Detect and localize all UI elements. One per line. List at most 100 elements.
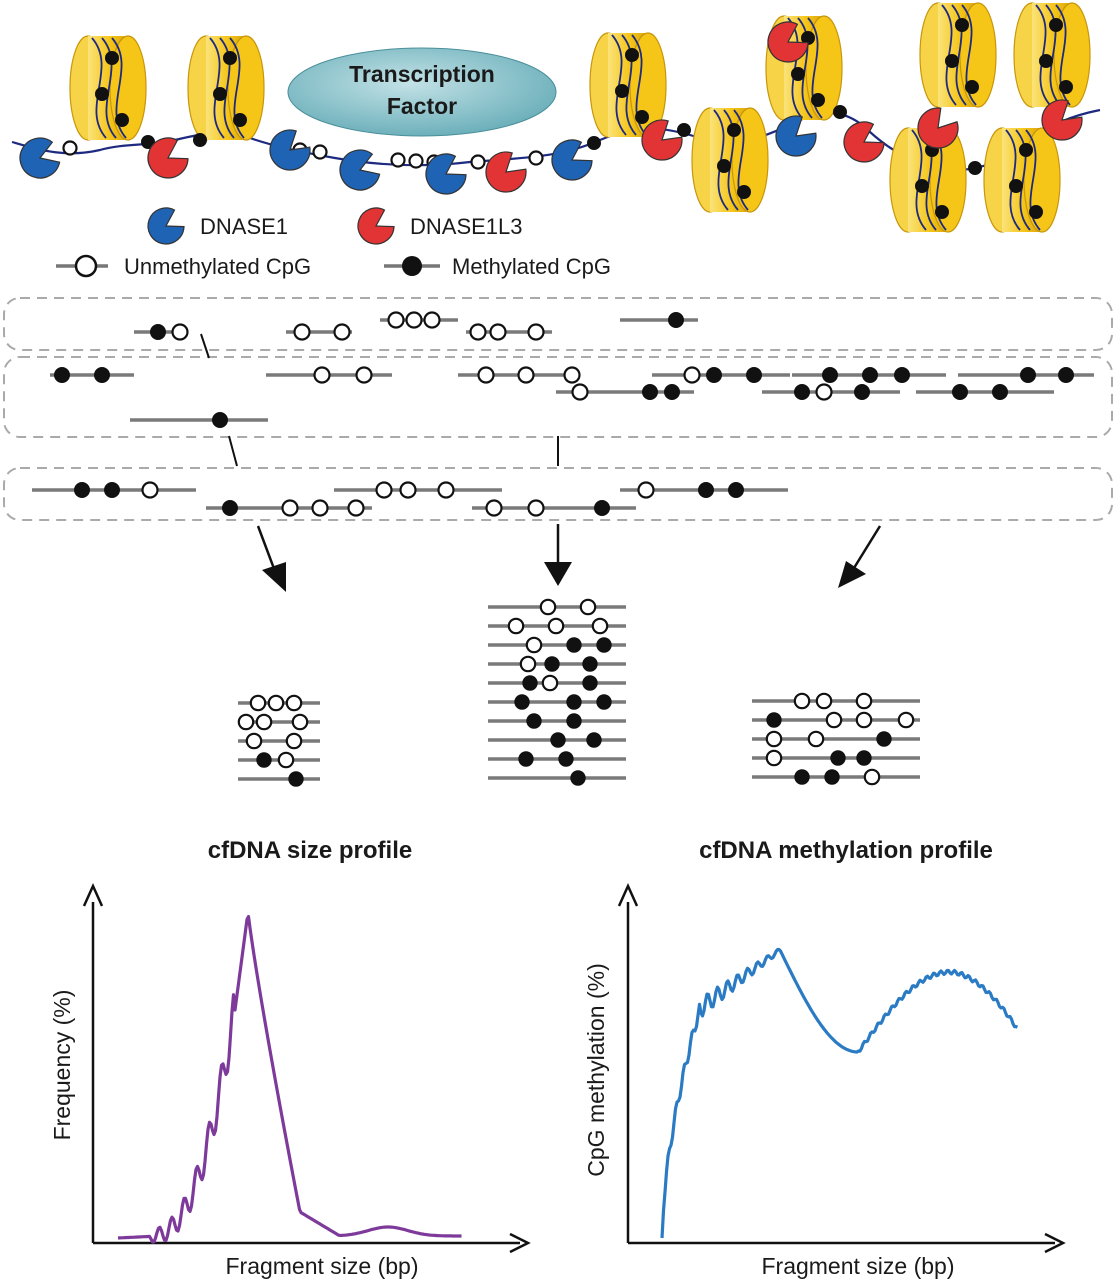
stack-fragment bbox=[752, 768, 920, 786]
unmethylated-cpg bbox=[539, 598, 557, 616]
unmethylated-cpg bbox=[507, 617, 525, 635]
dnase1-enzyme bbox=[551, 139, 593, 181]
dnase1-icon bbox=[147, 207, 185, 245]
unmethylated-cpg bbox=[571, 383, 589, 401]
methylated-cpg bbox=[894, 367, 910, 383]
stack-fragment bbox=[238, 771, 320, 787]
methylated-cpg bbox=[518, 751, 534, 767]
methylated-cpg bbox=[1029, 205, 1043, 219]
legend-methylated: Methylated CpG bbox=[384, 254, 611, 279]
unmethylated-cpg bbox=[525, 636, 543, 654]
methylated-cpg bbox=[698, 482, 714, 498]
methylated-cpg bbox=[222, 500, 238, 516]
methylated-cpg bbox=[625, 48, 639, 62]
unmethylated-cpg bbox=[765, 749, 783, 767]
unmethylated-cpg bbox=[281, 499, 299, 517]
fragment-pools bbox=[3, 297, 1113, 521]
stack-fragment bbox=[752, 730, 920, 748]
methylated-cpg bbox=[717, 159, 731, 173]
methylated-cpg bbox=[965, 80, 979, 94]
unmethylated-cpg bbox=[311, 499, 329, 517]
stack-fragment bbox=[488, 694, 626, 710]
size-chart-xlabel: Fragment size (bp) bbox=[225, 1253, 418, 1279]
methylated-cpg bbox=[727, 123, 741, 137]
methylated-cpg bbox=[642, 384, 658, 400]
cfdna-fragment bbox=[556, 383, 694, 401]
cfdna-fragment bbox=[466, 323, 552, 341]
legend-dnase1l3: DNASE1L3 bbox=[357, 207, 523, 245]
methylation-profile-curve bbox=[660, 947, 1019, 1239]
unmethylated-cpg bbox=[408, 153, 424, 169]
unmethylated-cpg bbox=[437, 481, 455, 499]
stack-fragment bbox=[238, 694, 320, 712]
cfdna-fragment bbox=[50, 367, 134, 383]
unmethylated-cpg bbox=[387, 311, 405, 329]
short-fragment-stack bbox=[237, 694, 320, 787]
methylated-cpg bbox=[955, 18, 969, 32]
methylated-cpg bbox=[945, 54, 959, 68]
arrows bbox=[256, 524, 882, 592]
stack-fragment bbox=[488, 674, 626, 692]
unmethylated-cpg bbox=[485, 499, 503, 517]
size-chart-title: cfDNA size profile bbox=[208, 837, 412, 864]
methylated-cpg bbox=[728, 482, 744, 498]
methylated-cpg bbox=[582, 656, 598, 672]
dnase1-icon bbox=[147, 207, 185, 245]
connector-lines bbox=[200, 333, 559, 467]
methylated-cpg bbox=[1039, 54, 1053, 68]
stack-fragment bbox=[488, 713, 626, 729]
unmethylated-cpg bbox=[591, 617, 609, 635]
methylated-cpg bbox=[1020, 367, 1036, 383]
unmethylated-cpg bbox=[390, 152, 406, 168]
methylated-cpg bbox=[596, 694, 612, 710]
cfdna-fragment bbox=[266, 366, 392, 384]
methylated-cpg bbox=[791, 67, 805, 81]
nucleosome bbox=[1013, 2, 1091, 108]
methylated-cpg bbox=[596, 637, 612, 653]
unmethylated-cpg bbox=[489, 323, 507, 341]
methylated-cpg bbox=[288, 771, 304, 787]
nucleosome bbox=[983, 127, 1061, 233]
tf-label-line1: Transcription bbox=[349, 61, 495, 87]
methylation-chart-ylabel: CpG methylation (%) bbox=[583, 963, 609, 1176]
methylated-cpg bbox=[830, 750, 846, 766]
stack-fragment bbox=[752, 711, 920, 729]
dnase1l3-enzyme bbox=[767, 21, 809, 63]
size-chart-ylabel: Frequency (%) bbox=[49, 990, 75, 1141]
dnase1l3-enzyme bbox=[641, 119, 683, 161]
methylated-cpg bbox=[582, 675, 598, 691]
legend-dnase1: DNASE1 bbox=[147, 207, 288, 245]
methylated-cpg bbox=[915, 179, 929, 193]
dnase1-enzyme bbox=[269, 129, 311, 171]
methylated-cpg bbox=[105, 51, 119, 65]
methylated-cpg bbox=[677, 123, 691, 137]
tf-label-line2: Factor bbox=[387, 93, 457, 119]
methylated-cpg bbox=[586, 732, 602, 748]
size-profile-chart: cfDNA size profile Fragment size (bp) Fr… bbox=[49, 837, 531, 1279]
legend: DNASE1 DNASE1L3 Unmethylated CpG Methyla… bbox=[56, 207, 611, 279]
methylated-cpg bbox=[566, 637, 582, 653]
fragment-stacks bbox=[237, 598, 920, 787]
chromatin-illustration: Transcription Factor bbox=[11, 2, 1101, 233]
unmethylated-cpg bbox=[528, 150, 544, 166]
unmethylated-cpg bbox=[423, 311, 441, 329]
cfdna-fragment bbox=[458, 366, 581, 384]
dnase1l3-enzyme bbox=[843, 121, 885, 163]
unmethylated-cpg bbox=[637, 481, 655, 499]
unmethylated-cpg bbox=[541, 674, 559, 692]
cfdna-fragment bbox=[620, 312, 698, 328]
stack-fragment bbox=[488, 617, 626, 635]
unmethylated-cpg bbox=[863, 768, 881, 786]
methylated-cpg bbox=[193, 133, 207, 147]
methylated-cpg bbox=[856, 750, 872, 766]
methylated-cpg bbox=[737, 185, 751, 199]
methylated-cpg bbox=[1059, 80, 1073, 94]
methylated-cpg bbox=[141, 135, 155, 149]
methylated-cpg bbox=[992, 384, 1008, 400]
stack-fragment bbox=[488, 770, 626, 786]
unmethylated-cpg bbox=[237, 713, 255, 731]
methylated-cpg bbox=[256, 752, 272, 768]
unmethylated-cpg bbox=[807, 730, 825, 748]
nucleosome bbox=[589, 32, 667, 138]
unmethylated-cpg bbox=[815, 383, 833, 401]
